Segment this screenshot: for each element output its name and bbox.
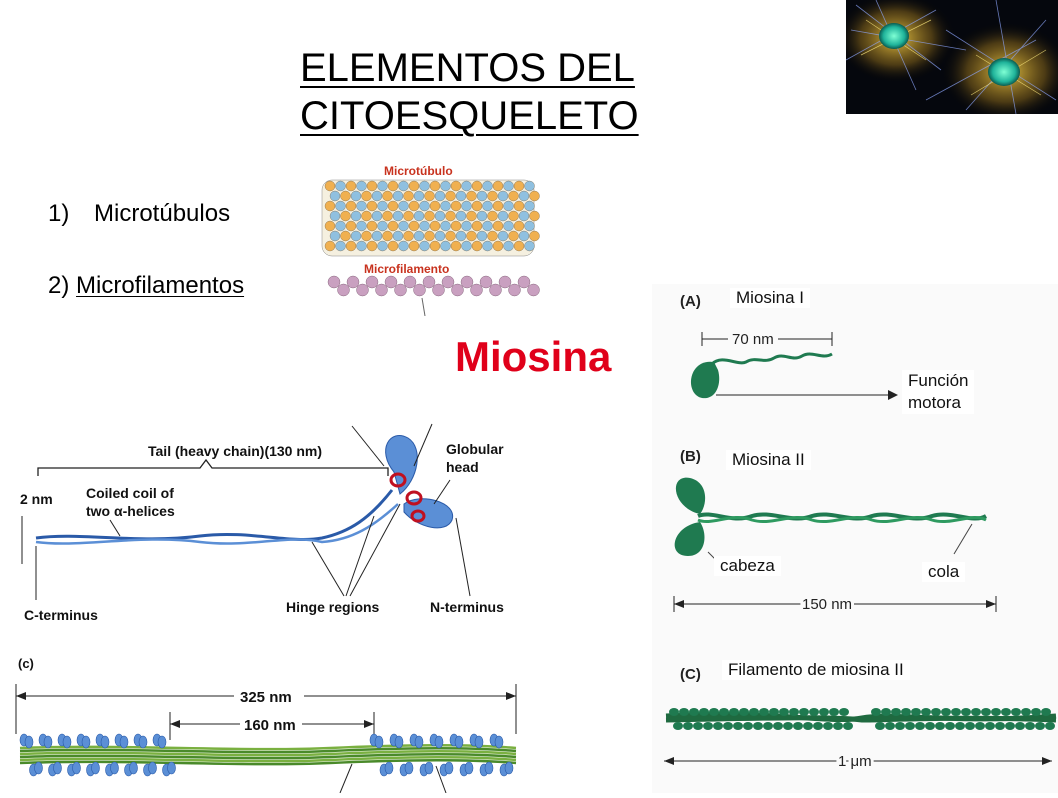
myosin-types-panel: (A) 70 nm (B) 150 nm (C) 1 μm Miosina I [652,284,1058,793]
width-label: 2 nm [20,491,53,507]
microtubule-cylinder [321,179,540,257]
total-length-label: 325 nm [240,689,292,706]
miosina-heading: Miosina [455,333,612,380]
panel-b-label: Miosina II [726,450,811,470]
list-item-microtubules: 1) Microtúbulos [48,200,230,228]
thick-filament-diagram: (c) 325 nm 160 nm [0,644,540,794]
list-number-1: 1) [48,200,70,227]
tail-label: Tail (heavy chain)(130 nm) [148,443,322,459]
panel-a-label: Miosina I [730,288,811,308]
filament-heads [19,733,514,777]
myosin-detail-diagram: Tail (heavy chain)(130 nm) Globular head… [0,420,540,630]
page-title: ELEMENTOS DEL CITOESQUELETO [300,44,639,140]
n-terminus-label: N-terminus [430,599,504,615]
coiled-label-line1: Coiled coil of [86,485,174,501]
myosin-tail [35,489,394,542]
panel-a-function: Función motora [902,370,975,414]
microtubule-inset: Microtúbulo Microfilamento [310,158,550,316]
panel-a-tag: (A) [680,293,701,310]
panel-a-length: 70 nm [732,331,774,348]
fluorescent-cytoskeleton-photo [846,0,1058,114]
list-item-microfilaments: 2) Microfilamentos [48,272,244,300]
globular-label-line1: Globular [446,441,504,457]
microfilament-strand [327,275,540,297]
title-line-2: CITOESQUELETO [300,94,639,138]
panel-b-length: 150 nm [802,596,852,613]
filament-tag: (c) [18,656,34,671]
list-label-microtubules: Microtúbulos [94,200,231,227]
panel-b-tail-label: cola [922,562,966,582]
c-terminus-label: C-terminus [24,607,98,623]
globular-label-line2: head [446,459,479,475]
bare-zone-label: 160 nm [244,717,296,734]
panel-c-tag: (C) [680,666,701,683]
list-label-microfilaments: Microfilamentos [76,272,245,299]
hinge-label: Hinge regions [286,599,380,615]
panel-c-length: 1 μm [838,753,872,770]
coiled-label-line2: two α-helices [86,503,175,519]
panel-b-tag: (B) [680,448,701,465]
panel-a-function-line2: motora [908,393,961,412]
panel-a-function-line1: Función [908,371,969,390]
microtubule-drawing [321,179,540,316]
panel-b-head-label: cabeza [714,556,781,576]
microtubule-label: Microtúbulo [384,164,453,178]
list-number-2: 2) [48,272,70,299]
filament-core [19,744,517,766]
title-line-1: ELEMENTOS DEL [300,46,635,90]
microfilament-label: Microfilamento [364,262,450,276]
panel-c-label: Filamento de miosina II [722,660,910,680]
myosin-thick-filament [665,708,1057,730]
globular-head-upper [385,435,418,495]
